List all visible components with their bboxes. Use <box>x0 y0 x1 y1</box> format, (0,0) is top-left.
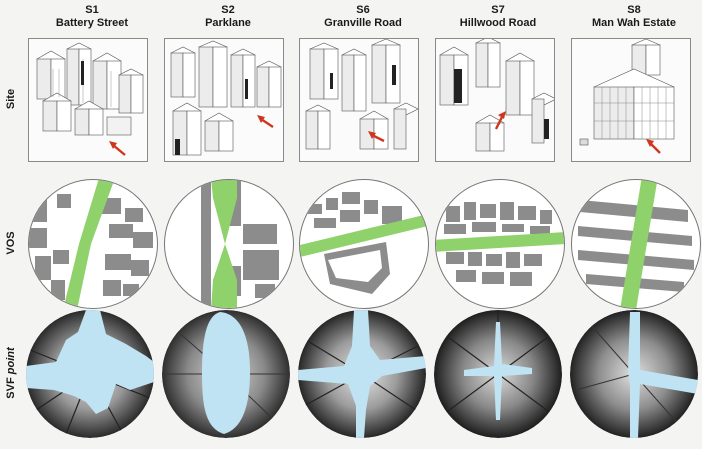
fisheye-view-s7 <box>434 310 562 438</box>
fisheye-view-s1 <box>26 310 154 438</box>
site-name: Hillwood Road <box>459 17 537 29</box>
fisheye-view-s8 <box>570 310 698 438</box>
row-label-vos: VOS <box>5 231 17 255</box>
vos-map-s2 <box>164 179 294 309</box>
site-name: Granville Road <box>324 17 402 29</box>
site-drawing-s2 <box>164 38 284 162</box>
isometric-city-s6 <box>305 39 418 150</box>
vos-plan-s6 <box>300 192 428 294</box>
site-code: S2 <box>221 4 235 16</box>
vos-plan-s7 <box>436 202 564 286</box>
vos-map-s1 <box>28 179 158 309</box>
site-name: Parklane <box>205 17 251 29</box>
row-label-site: Site <box>5 88 17 110</box>
column-header-s8: S8 Man Wah Estate <box>569 4 699 30</box>
vos-plan-s2 <box>201 180 279 308</box>
site-name: Battery Street <box>55 17 129 29</box>
row-label-svf: SVF point <box>5 343 19 403</box>
fisheye-view-s6 <box>298 310 426 438</box>
location-arrow-icon <box>260 118 274 128</box>
isometric-city-s8 <box>579 39 675 154</box>
site-code: S6 <box>356 4 370 16</box>
isometric-city-s7 <box>439 39 554 152</box>
vos-map-s8 <box>571 179 701 309</box>
location-arrow-icon <box>112 144 126 156</box>
svf-label-sub: point <box>5 347 17 375</box>
location-arrow-icon <box>494 116 504 130</box>
vos-plan-s1 <box>29 180 153 308</box>
svf-fisheye-s1 <box>26 310 154 438</box>
svf-label-main: SVF <box>5 377 17 399</box>
column-header-s6: S6 Granville Road <box>298 4 428 30</box>
svf-fisheye-s2 <box>162 310 290 438</box>
site-code: S8 <box>627 4 641 16</box>
svf-fisheye-s8 <box>570 310 698 438</box>
vos-map-s7 <box>435 179 565 309</box>
column-header-s1: S1 Battery Street <box>27 4 157 30</box>
isometric-city-s1 <box>36 42 144 156</box>
vos-map-s6 <box>299 179 429 309</box>
vos-plan-s8 <box>578 180 694 308</box>
site-drawing-s8 <box>571 38 691 162</box>
site-code: S7 <box>491 4 505 16</box>
site-code: S1 <box>85 4 99 16</box>
isometric-city-s2 <box>170 40 282 156</box>
svf-fisheye-s6 <box>298 310 426 438</box>
column-header-s7: S7 Hillwood Road <box>433 4 563 30</box>
column-header-s2: S2 Parklane <box>163 4 293 30</box>
svf-fisheye-s7 <box>434 310 562 438</box>
fisheye-view-s2 <box>162 310 290 438</box>
site-drawing-s1 <box>28 38 148 162</box>
site-name: Man Wah Estate <box>592 17 676 29</box>
site-drawing-s6 <box>299 38 419 162</box>
site-drawing-s7 <box>435 38 555 162</box>
location-arrow-icon <box>649 142 661 154</box>
